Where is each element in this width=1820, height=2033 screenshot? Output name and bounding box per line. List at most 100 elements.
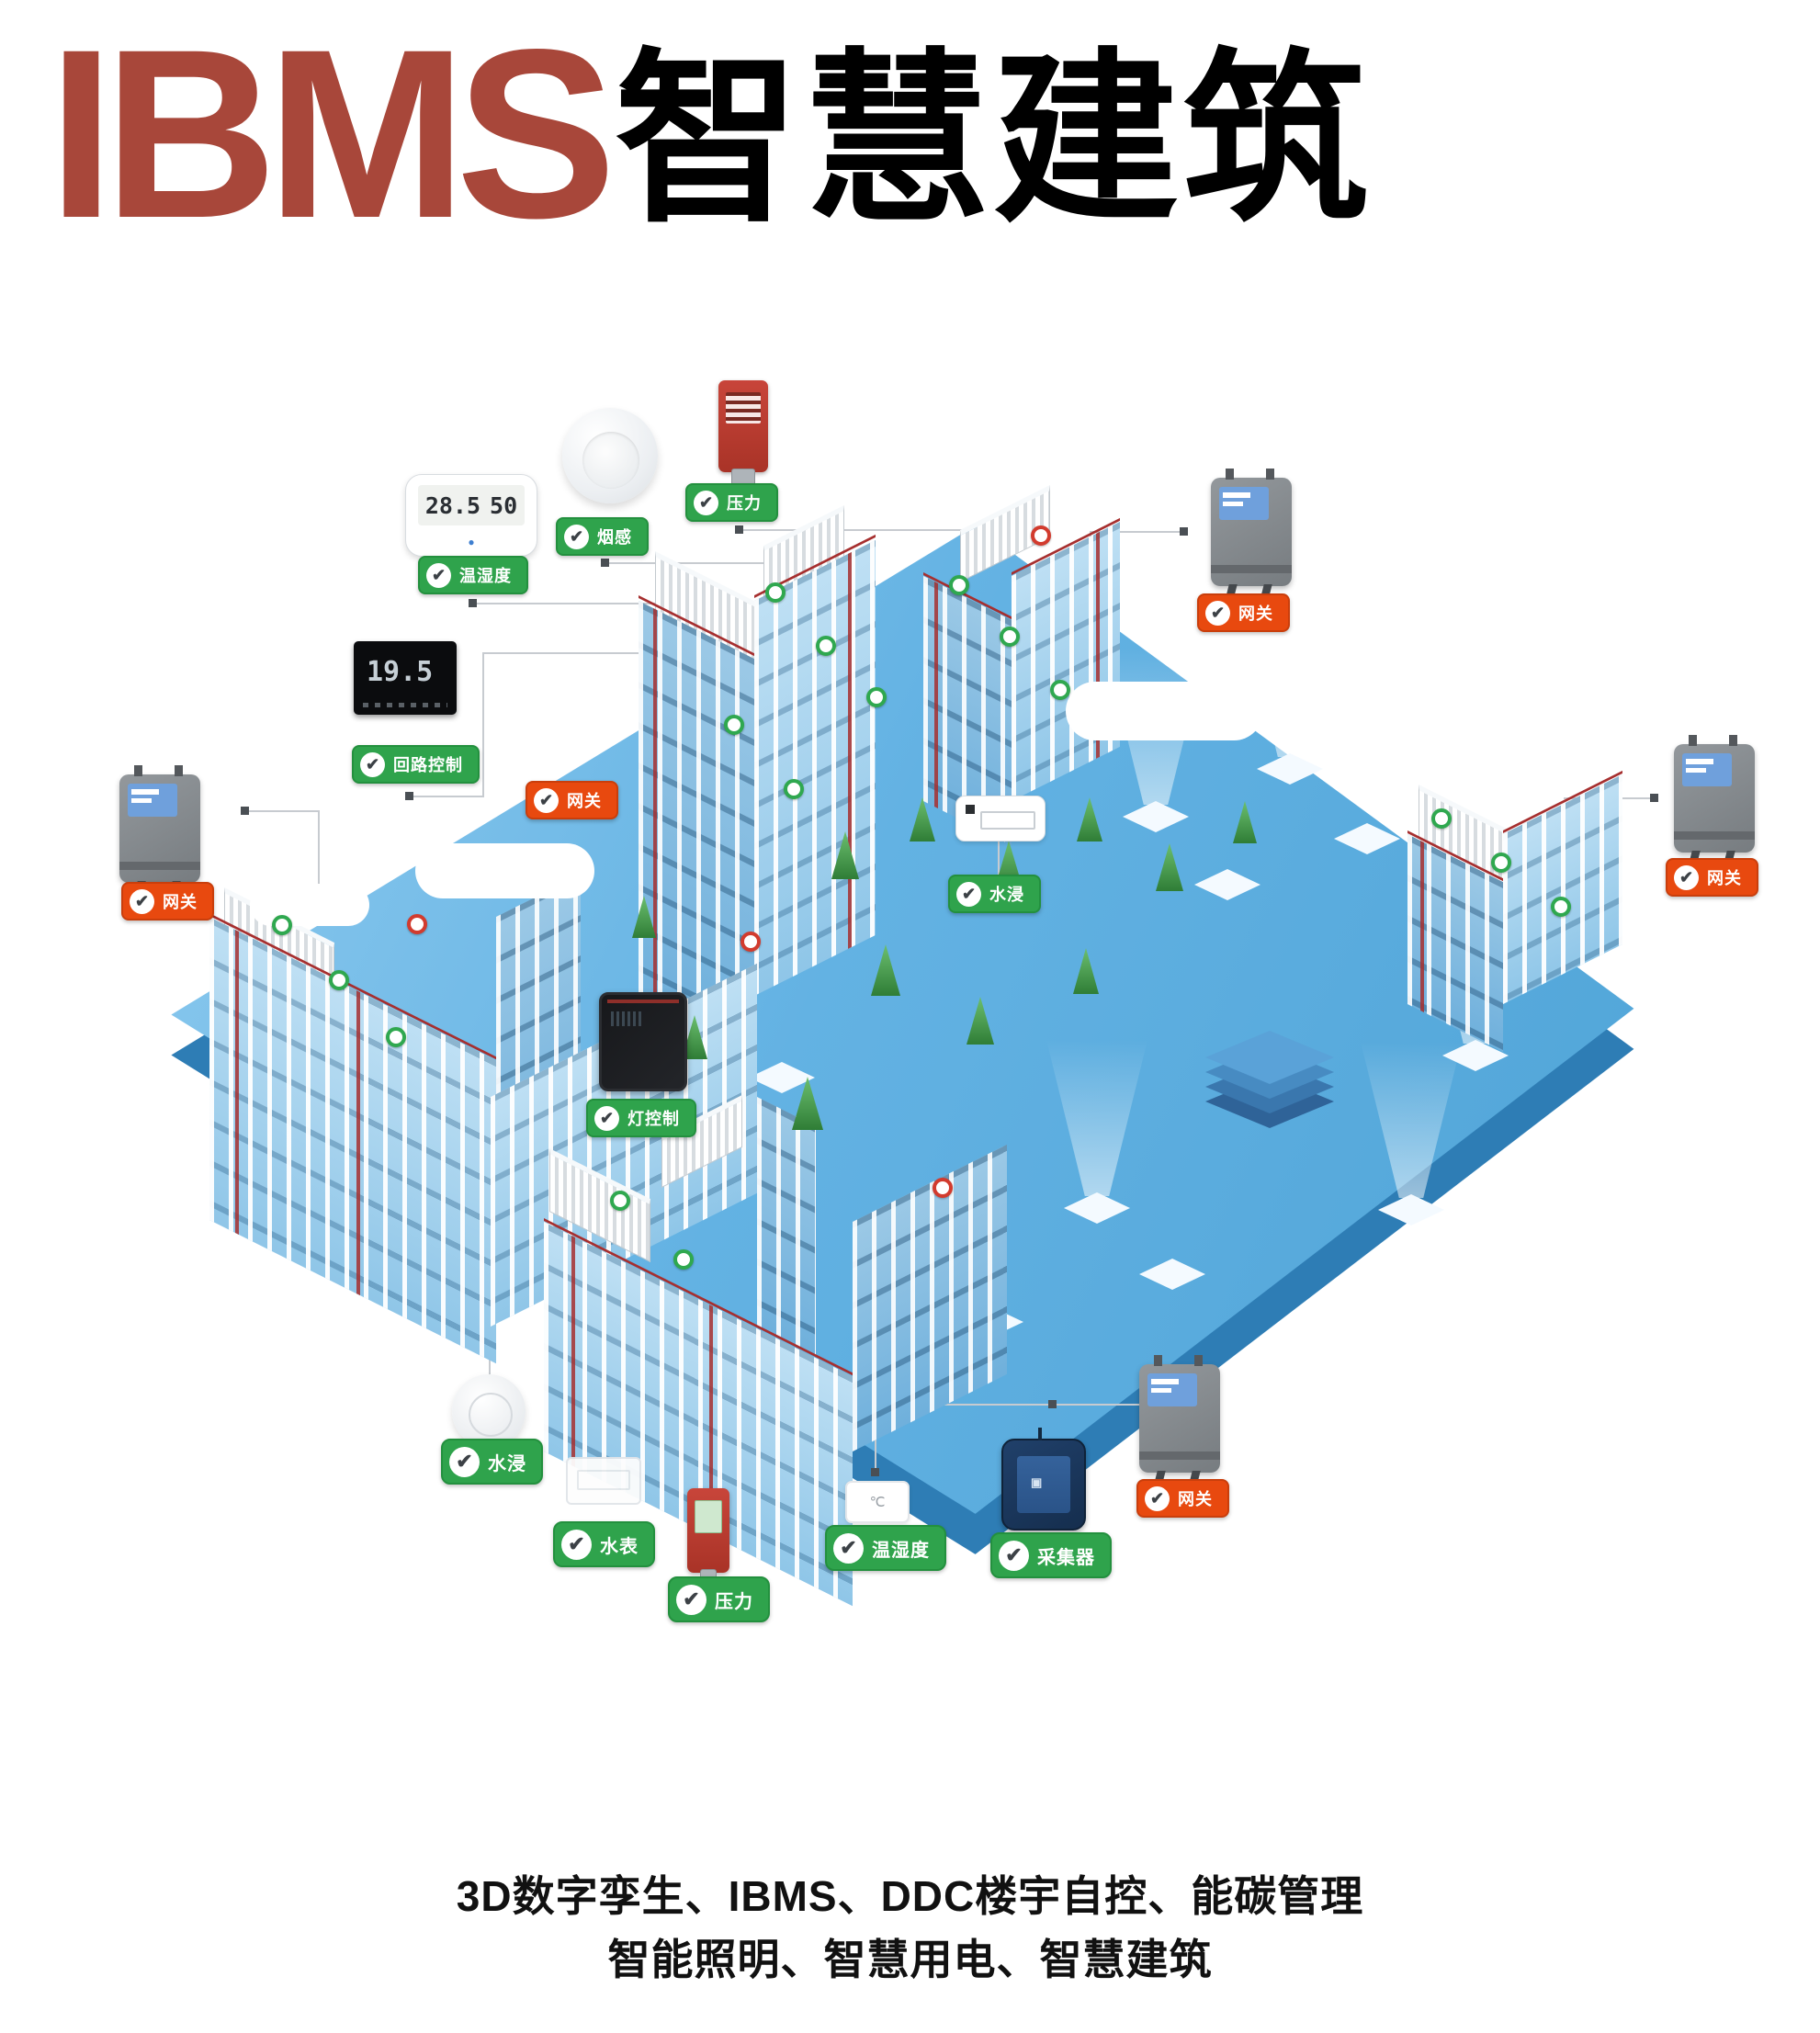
connector-dot xyxy=(1650,794,1658,802)
light-control-panel-device xyxy=(599,992,687,1091)
footer-line-2: 智能照明、智慧用电、智慧建筑 xyxy=(607,1936,1213,1983)
connector-dot xyxy=(1180,527,1188,536)
check-icon: ✔ xyxy=(449,1446,480,1477)
badge-label: 网关 xyxy=(567,792,602,810)
gateway-panel xyxy=(1682,753,1732,786)
badge-label: 压力 xyxy=(715,1591,753,1612)
connector-dot xyxy=(405,792,413,800)
badge-label: 烟感 xyxy=(597,528,632,547)
check-icon: ✔ xyxy=(1674,864,1699,890)
sensor-marker xyxy=(784,779,804,799)
connector-dot xyxy=(241,807,249,815)
red-pipe xyxy=(1420,841,1424,1013)
wall-thermostat-temperature: 19.5 xyxy=(367,656,434,688)
badge-light-control: ✔ 灯控制 xyxy=(586,1099,696,1137)
connector-line xyxy=(939,1404,1141,1406)
check-icon: ✔ xyxy=(694,490,718,515)
connector-dot xyxy=(469,599,477,607)
gateway-panel xyxy=(1219,487,1269,520)
alert-marker xyxy=(407,914,427,934)
sensor-marker xyxy=(724,715,744,735)
badge-label: 压力 xyxy=(727,494,762,513)
connector-line xyxy=(482,654,484,797)
thermostat-logo: ● xyxy=(468,536,475,548)
connector-dot xyxy=(601,559,609,567)
badge-water-meter: ✔ 水表 xyxy=(553,1521,655,1567)
badge-collector: ✔ 采集器 xyxy=(990,1532,1112,1578)
building-top-right xyxy=(923,484,1121,846)
badge-label: 水浸 xyxy=(989,886,1024,904)
red-pipe xyxy=(235,930,239,1236)
cloud xyxy=(1066,682,1263,740)
badge-label: 网关 xyxy=(1707,869,1742,887)
badge-temp-humidity: ✔ 温湿度 xyxy=(825,1525,946,1571)
temp-humidity-sensor-device: ℃ xyxy=(845,1481,910,1523)
badge-gateway: ✔ 网关 xyxy=(526,781,618,819)
sensor-marker xyxy=(610,1191,630,1211)
badge-label: 水浸 xyxy=(488,1453,526,1474)
alert-marker xyxy=(933,1178,953,1198)
alert-marker xyxy=(1031,525,1051,546)
building-face xyxy=(1503,774,1622,1004)
sensor-marker xyxy=(1000,627,1020,647)
check-icon: ✔ xyxy=(956,881,981,907)
red-pipe xyxy=(571,1236,575,1468)
connector-line xyxy=(318,810,320,925)
badge-label: 温湿度 xyxy=(459,567,512,585)
gateway-device xyxy=(1211,469,1292,586)
sensor-marker xyxy=(1491,853,1511,873)
badge-label: 回路控制 xyxy=(393,756,463,774)
check-icon: ✔ xyxy=(561,1529,592,1560)
badge-label: 温湿度 xyxy=(872,1540,930,1561)
badge-label: 网关 xyxy=(163,893,198,911)
check-icon: ✔ xyxy=(594,1105,619,1131)
badge-pressure: ✔ 压力 xyxy=(668,1576,770,1622)
badge-water-leak: ✔ 水浸 xyxy=(948,875,1041,913)
collector-device: ▣ xyxy=(1001,1428,1086,1530)
badge-circuit-control: ✔ 回路控制 xyxy=(352,745,480,784)
title-chinese: 智慧建筑 xyxy=(615,29,1372,248)
check-icon: ✔ xyxy=(564,524,589,549)
footer-text: 3D数字孪生、IBMS、DDC楼宇自控、能碳管理 智能照明、智慧用电、智慧建筑 xyxy=(0,1865,1820,1992)
thermostat-temperature: 28.5 xyxy=(424,491,481,519)
badge-gateway: ✔ 网关 xyxy=(1136,1479,1229,1518)
check-icon: ✔ xyxy=(1205,600,1230,626)
page-title: IBMS 智慧建筑 xyxy=(48,0,1372,268)
check-icon: ✔ xyxy=(1145,1485,1170,1511)
gateway-device xyxy=(1674,735,1755,853)
collector-glyph: ▣ xyxy=(1031,1475,1043,1489)
sensor-marker xyxy=(673,1249,694,1270)
gateway-device xyxy=(1139,1355,1220,1473)
connector-dot xyxy=(1048,1400,1057,1408)
gateway-device xyxy=(119,765,200,883)
check-icon: ✔ xyxy=(360,751,385,777)
connector-line xyxy=(474,603,819,604)
gateway-panel xyxy=(128,784,177,817)
sensor-marker xyxy=(949,575,969,595)
check-icon: ✔ xyxy=(833,1532,864,1564)
connector-line xyxy=(1090,531,1183,533)
thermostat-screen: 28.5 50 xyxy=(418,485,525,525)
connector-dot xyxy=(871,1468,879,1476)
badge-label: 网关 xyxy=(1178,1490,1213,1508)
sensor-marker xyxy=(1551,897,1571,917)
water-leak-sensor-device xyxy=(955,796,1046,841)
gateway-foot xyxy=(119,862,200,870)
ceiling-water-sensor-device xyxy=(452,1374,526,1448)
badge-label: 网关 xyxy=(1238,604,1273,623)
check-icon: ✔ xyxy=(426,562,451,588)
sensor-marker xyxy=(386,1027,406,1047)
connector-line xyxy=(411,796,484,797)
badge-temp-humidity: ✔ 温湿度 xyxy=(418,556,528,594)
red-pipe xyxy=(848,551,852,949)
badge-water-leak: ✔ 水浸 xyxy=(441,1439,543,1485)
pressure-sensor-label xyxy=(726,392,761,424)
title-latin: IBMS xyxy=(48,0,616,268)
wall-thermostat-buttons xyxy=(363,703,447,707)
badge-label: 灯控制 xyxy=(627,1110,680,1128)
check-icon: ✔ xyxy=(130,888,154,914)
connector-dot xyxy=(735,525,743,534)
gateway-foot xyxy=(1674,831,1755,840)
sensor-marker xyxy=(1431,808,1452,829)
